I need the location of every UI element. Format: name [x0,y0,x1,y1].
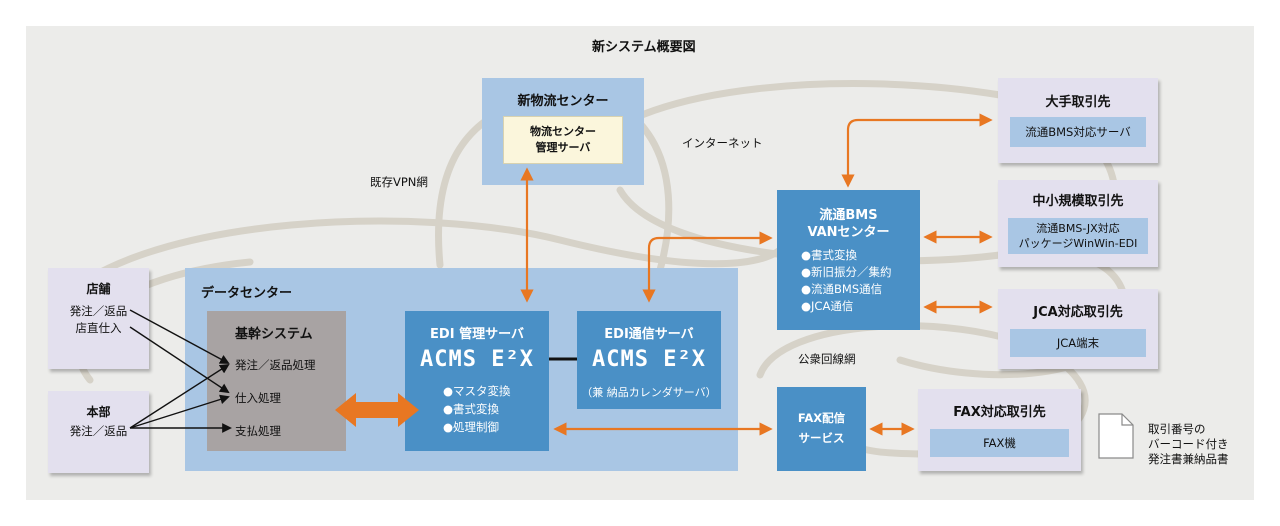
jca-terminal: JCA端末 [1010,329,1146,357]
edi-communication-title: EDI通信サーバ [604,327,694,342]
van-item-sort: ●新旧振分／集約 [801,265,892,279]
internet-label: インターネット [682,136,763,150]
edi-item-control: ●処理制御 [443,420,500,434]
store-line-direct: 店直仕入 [75,321,122,335]
core-item-purchase: 仕入処理 [235,391,281,405]
smb-partner-title: 中小規模取引先 [1032,194,1124,209]
van-item-format: ●書式変換 [801,248,858,262]
jca-partner-title: JCA対応取引先 [1033,305,1123,320]
fax-service-box: FAX配信 サービス [777,387,866,471]
core-system-title: 基幹システム [235,327,313,342]
edi-item-format: ●書式変換 [443,402,500,416]
van-center-box: 流通BMS VANセンター ●書式変換 ●新旧振分／集約 ●流通BMS通信 ●J… [777,190,920,330]
logistics-server-line: 物流センター [530,125,596,138]
edi-management-server-box: EDI 管理サーバ ACMS E²X ●マスタ変換 ●書式変換 ●処理制御 [405,311,549,451]
van-title-line: VANセンター [807,225,890,240]
store-box: 店舗 発注／返品 店直仕入 [48,268,149,369]
hq-title: 本部 [86,405,111,419]
logistics-center-box: 新物流センター 物流センター 管理サーバ [482,78,644,185]
store-line-order: 発注／返品 [69,304,128,318]
logistics-server-line: 管理サーバ [535,141,591,154]
document-line: 発注書兼納品書 [1148,452,1229,466]
diagram-title: 新システム概要図 [592,40,696,55]
acms-logo: ACMS E²X [592,347,706,372]
store-title: 店舗 [86,282,111,296]
fax-service-line: FAX配信 [797,411,846,425]
van-large-arrow [841,113,993,188]
hq-box: 本部 発注／返品 [48,391,149,473]
document-line: 取引番号の [1148,422,1206,436]
van-item-bms: ●流通BMS通信 [801,282,883,296]
core-item-order: 発注／返品処理 [235,358,316,372]
smb-partner-line: 流通BMS-JX対応 [1036,222,1120,235]
edi-communication-note: （兼 納品カレンダサーバ） [581,386,717,399]
fax-service-line: サービス [798,431,845,445]
large-partner-server: 流通BMS対応サーバ [1010,117,1146,147]
acms-logo: ACMS E²X [420,347,534,372]
store-to-order-arrow [129,309,230,364]
van-item-jca: ●JCA通信 [801,299,854,313]
fax-partner-title: FAX対応取引先 [953,405,1046,420]
logistics-server-box: 物流センター 管理サーバ [503,116,623,164]
edi-management-title: EDI 管理サーバ [430,327,524,342]
edi-communication-server-box: EDI通信サーバ ACMS E²X （兼 納品カレンダサーバ） [577,311,721,409]
data-center-title: データセンター [201,286,293,301]
fax-partner-box: FAX対応取引先 FAX機 [918,389,1081,471]
edi-van-arrow [642,231,773,303]
large-partner-title: 大手取引先 [1045,95,1111,110]
core-edi-double-arrow [335,393,419,427]
fax-machine: FAX機 [930,429,1069,457]
hq-to-order-arrow [129,363,230,429]
document-line: バーコード付き [1148,437,1229,451]
smb-partner-package: 流通BMS-JX対応 パッケージWinWin-EDI [1008,218,1148,254]
logistics-center-title: 新物流センター [517,94,609,109]
public-line-label: 公衆回線網 [798,352,856,366]
hq-to-purchase-arrow [129,394,230,429]
document-caption: 取引番号の バーコード付き 発注書兼納品書 [1148,422,1229,467]
large-partner-box: 大手取引先 流通BMS対応サーバ [998,78,1158,163]
core-item-payment: 支払処理 [235,424,281,438]
smb-partner-box: 中小規模取引先 流通BMS-JX対応 パッケージWinWin-EDI [998,180,1158,267]
smb-partner-line: パッケージWinWin-EDI [1018,237,1138,250]
vpn-label: 既存VPN網 [370,175,428,189]
jca-partner-box: JCA対応取引先 JCA端末 [998,289,1158,369]
hq-line-order: 発注／返品 [69,424,128,438]
document-icon [1098,413,1134,459]
van-title-line: 流通BMS [819,208,878,223]
edi-item-master: ●マスタ変換 [443,384,511,398]
store-to-purchase-arrow [129,326,230,394]
